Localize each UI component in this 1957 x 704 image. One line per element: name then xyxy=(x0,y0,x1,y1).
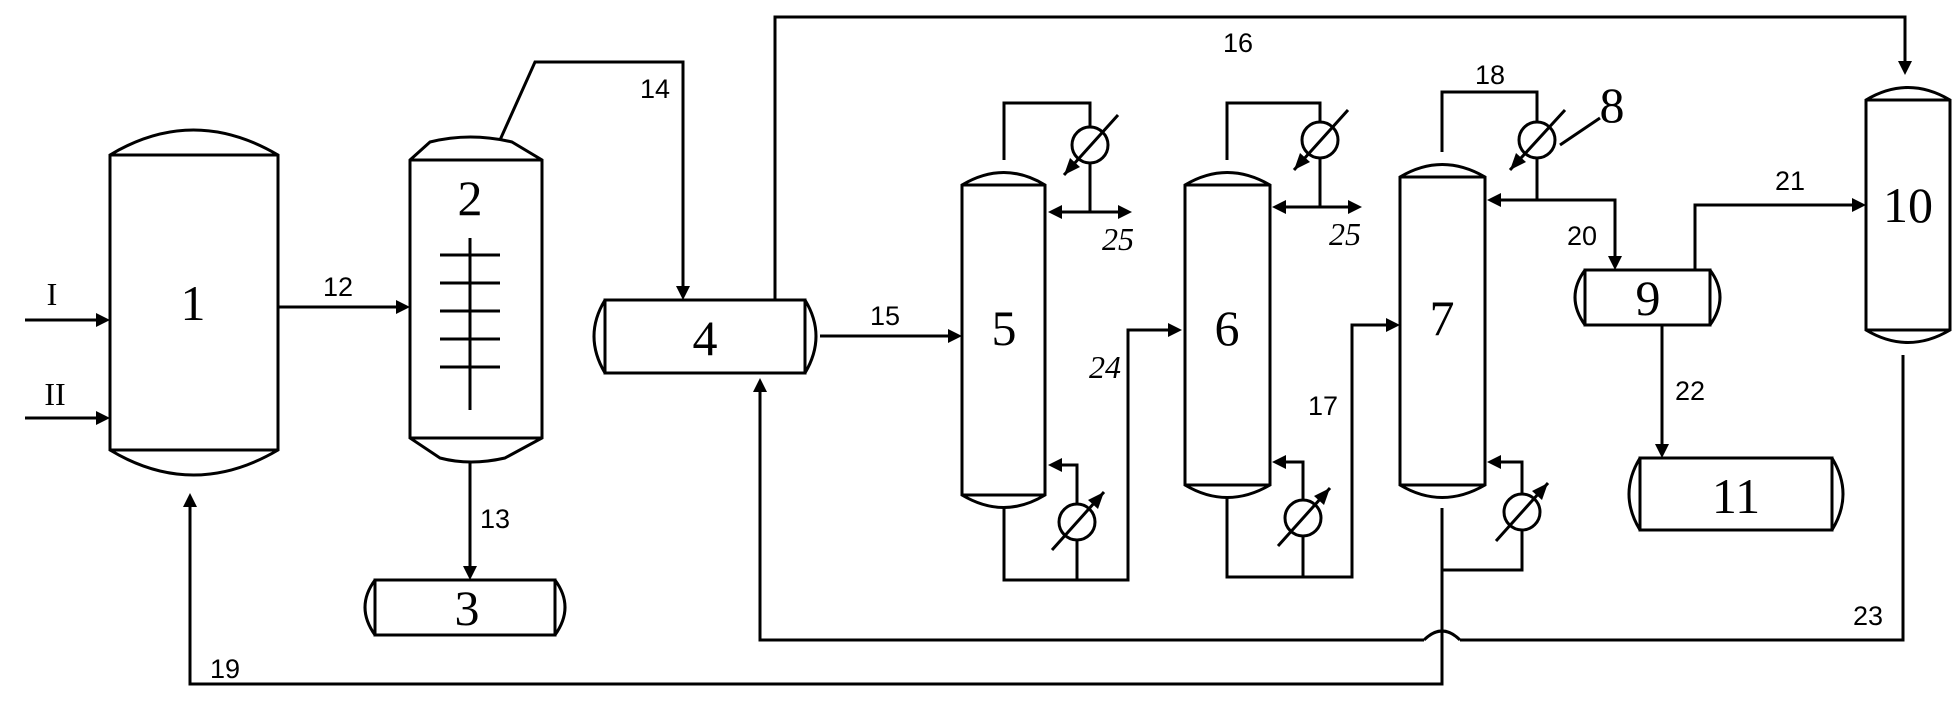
stream-17-label: 17 xyxy=(1308,391,1338,421)
column-6-bottoms xyxy=(1225,318,1400,579)
column-6-label: 6 xyxy=(1215,300,1240,356)
stream-15-label: 15 xyxy=(870,301,900,331)
stream-19-line xyxy=(183,493,1444,686)
column-5-label: 5 xyxy=(992,300,1017,356)
stream-16-line xyxy=(773,15,1912,300)
vessel-9-label: 9 xyxy=(1636,270,1661,326)
stream-14-line xyxy=(498,60,690,300)
stream-18-label: 18 xyxy=(1475,60,1505,90)
stream-24-label: 24 xyxy=(1089,349,1121,385)
stream-22-line xyxy=(1655,325,1669,458)
column-6 xyxy=(1183,171,1272,499)
condenser-8-label: 8 xyxy=(1600,77,1625,133)
vessel-1 xyxy=(108,128,280,477)
stream-20-label: 20 xyxy=(1567,221,1597,251)
column-6-overhead xyxy=(1225,101,1362,214)
reboiler-7 xyxy=(1494,481,1550,543)
stream-14-label: 14 xyxy=(640,74,670,104)
stream-12-label: 12 xyxy=(323,272,353,302)
vessel-3-label: 3 xyxy=(455,580,480,636)
vessel-9 xyxy=(1573,268,1722,327)
column-7-label: 7 xyxy=(1430,290,1455,346)
reboiler-6 xyxy=(1276,486,1332,548)
column-5-bottoms xyxy=(1002,323,1182,582)
stream-21-label: 21 xyxy=(1775,166,1805,196)
stream-23-label: 23 xyxy=(1853,601,1883,631)
vessel-4-label: 4 xyxy=(693,310,718,366)
vessel-11-label: 11 xyxy=(1712,468,1760,524)
vessel-3 xyxy=(363,578,567,637)
column-7 xyxy=(1398,163,1487,499)
vessel-1-label: 1 xyxy=(181,275,206,331)
column-7-bottoms xyxy=(1440,455,1524,572)
stream-15-line xyxy=(820,329,962,343)
feed-II-label: II xyxy=(44,376,65,412)
stream-13-line xyxy=(463,462,477,580)
stream-13-label: 13 xyxy=(480,504,510,534)
vessel-2-label: 2 xyxy=(458,170,483,226)
column-7-overhead xyxy=(1440,90,1622,270)
column-5-overhead xyxy=(1002,101,1132,219)
stream-22-label: 22 xyxy=(1675,376,1705,406)
vessel-10 xyxy=(1864,86,1952,344)
recycle-to-4-line xyxy=(753,355,1905,642)
vessel-4 xyxy=(592,298,818,375)
stream-16-label: 16 xyxy=(1223,28,1253,58)
stream-12-line xyxy=(278,300,410,314)
stream-25-label-b: 25 xyxy=(1329,216,1361,252)
vessel-10-label: 10 xyxy=(1883,177,1933,233)
stream-25-label-a: 25 xyxy=(1102,221,1134,257)
vessel-2 xyxy=(408,135,544,464)
condenser-8 xyxy=(1508,108,1601,172)
column-5 xyxy=(960,171,1047,509)
vessel-11 xyxy=(1627,456,1845,532)
stream-21-line xyxy=(1693,198,1866,270)
feed-I-label: I xyxy=(47,276,58,312)
feed-I-line xyxy=(25,313,110,327)
stream-19-label: 19 xyxy=(210,654,240,684)
feed-II-line xyxy=(25,411,110,425)
